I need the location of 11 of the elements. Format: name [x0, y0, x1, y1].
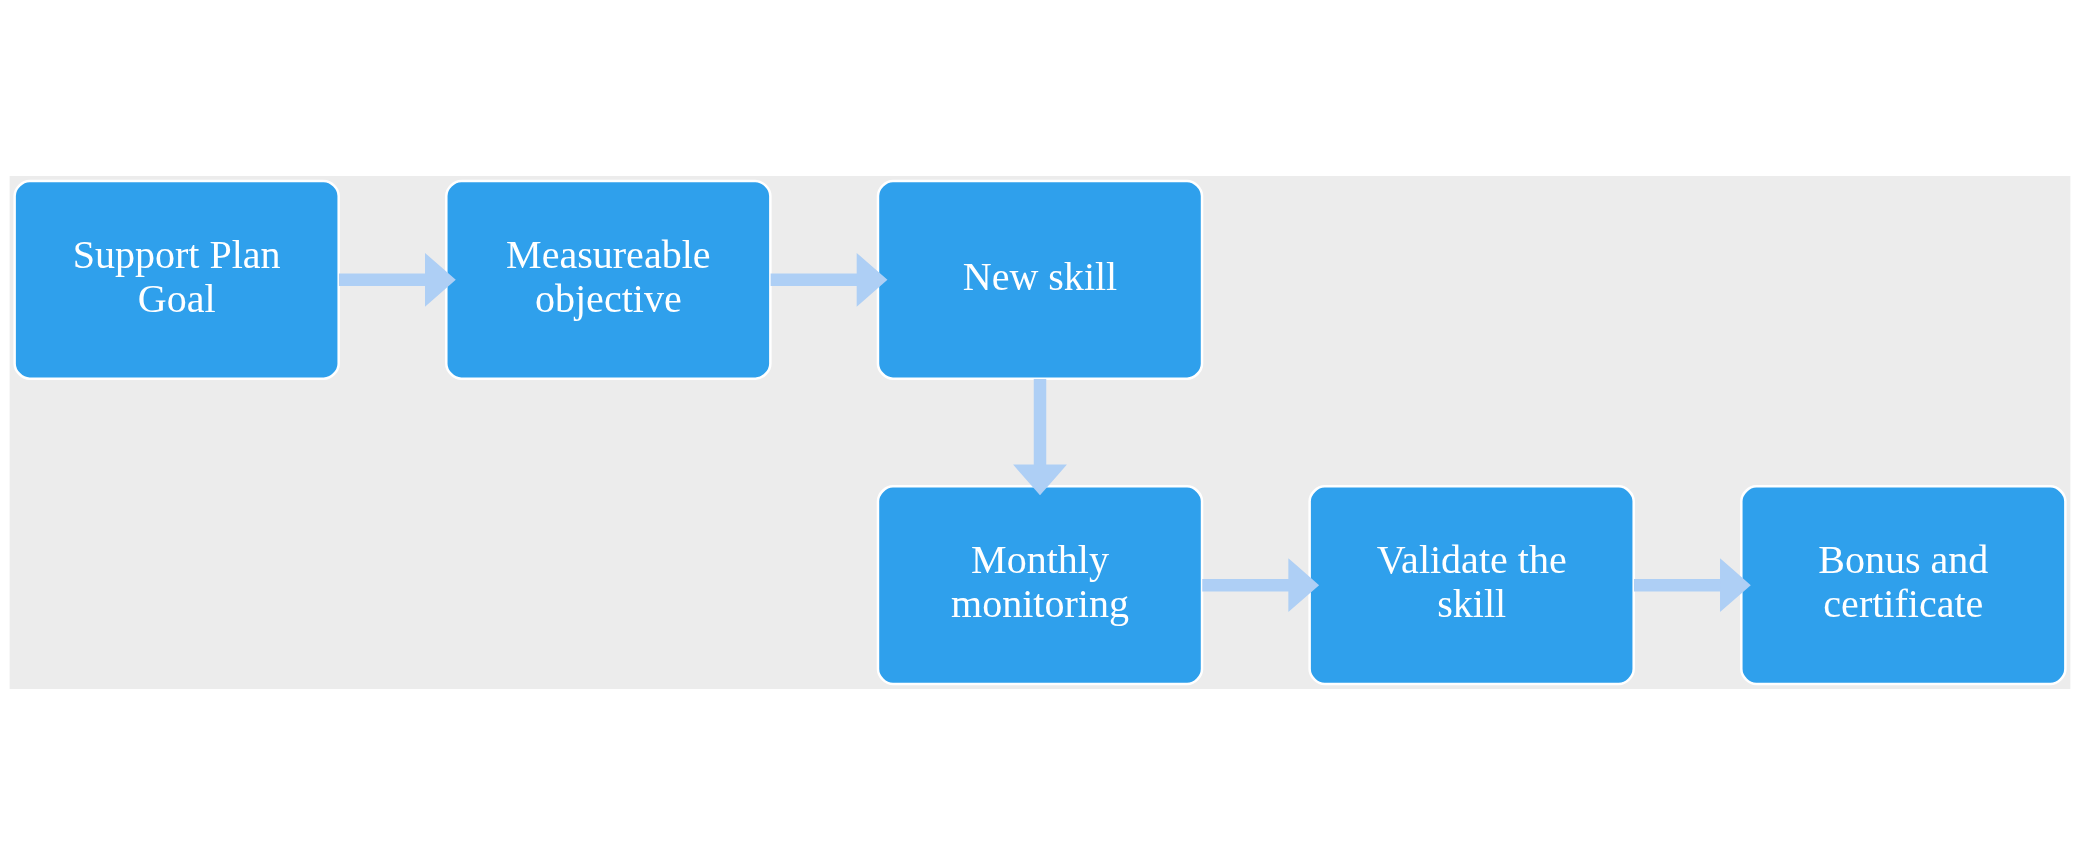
arrow — [1202, 558, 1320, 613]
node-box: Support Plan Goal — [13, 179, 340, 380]
node-box: Bonus and certificate — [1740, 485, 2067, 686]
arrow — [770, 252, 888, 307]
arrow — [1633, 558, 1751, 613]
node-box: Validate the skill — [1308, 485, 1635, 686]
arrow — [338, 252, 456, 307]
node-box: New skill — [876, 179, 1204, 380]
node-box: Measureable objective — [445, 179, 772, 380]
node-box: Monthly monitoring — [876, 485, 1204, 686]
arrow — [1013, 379, 1067, 496]
